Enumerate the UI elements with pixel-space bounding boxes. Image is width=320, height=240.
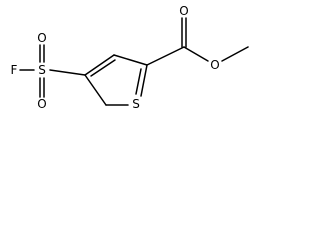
atom-fluorine: F	[11, 63, 18, 77]
bond-ester-o-methyl	[221, 46, 249, 62]
bond-c3-c2	[113, 54, 148, 66]
atom-carbonyl-oxygen: O	[179, 4, 188, 18]
atom-ester-oxygen: O	[210, 58, 219, 72]
bond-c2-s1	[140, 64, 148, 97]
structure-drawing: F S O O S O O	[11, 4, 249, 111]
chemical-structure: F S O O S O O	[0, 0, 258, 126]
bond-c2-carbonyl	[146, 46, 185, 66]
atom-sulfonyl-oxygen-top: O	[37, 31, 46, 45]
atom-sulfonyl-oxygen-bottom: O	[37, 97, 46, 111]
bond-c4-c3-inner	[90, 59, 116, 77]
atom-sulfonyl-sulfur: S	[38, 63, 46, 77]
bond-s-c4	[49, 69, 86, 76]
bond-c4-c3	[84, 54, 115, 76]
bond-c5-c4	[84, 74, 107, 106]
atom-ring-sulfur: S	[132, 97, 140, 111]
bond-c2-s1-inner	[135, 68, 142, 95]
bond-carbonyl-ester-o	[183, 46, 209, 62]
